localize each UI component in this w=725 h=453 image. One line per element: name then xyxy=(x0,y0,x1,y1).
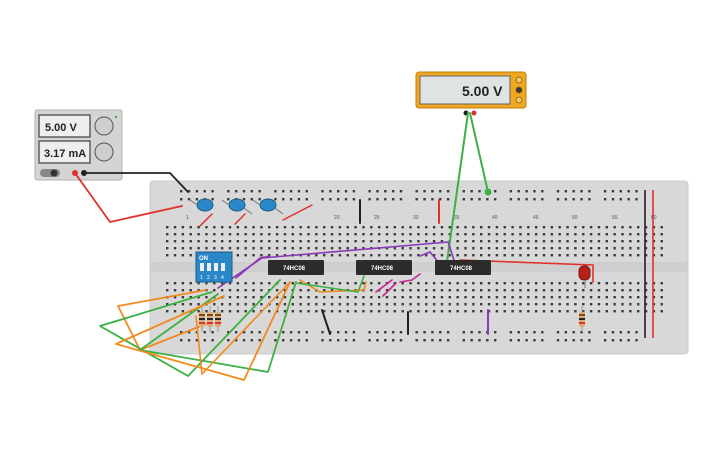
wire-red-led[interactable] xyxy=(459,259,594,283)
col-label-45: 45 xyxy=(533,215,539,221)
multimeter[interactable]: 5.00 V xyxy=(415,71,527,116)
power-supply[interactable]: 5.00 V 3.17 mA xyxy=(34,109,123,181)
dip-num-3: 3 xyxy=(214,275,217,281)
col-label-40: 40 xyxy=(492,215,498,221)
led-blue-2[interactable] xyxy=(221,198,253,215)
multimeter-readout: 5.00 V xyxy=(462,83,503,99)
dip-num-4: 4 xyxy=(221,275,224,281)
chip-1[interactable]: 74HC08 xyxy=(268,260,324,275)
current-readout: 3.17 mA xyxy=(44,148,86,160)
indicator-dot xyxy=(114,115,118,119)
dip-toggle-1[interactable] xyxy=(200,263,204,271)
col-label-1: 1 xyxy=(186,215,189,221)
power-switch-knob[interactable] xyxy=(50,169,58,177)
wire-green-probe-com[interactable] xyxy=(446,112,469,263)
mode-button-r[interactable] xyxy=(515,96,523,104)
wire-black-jumper-2[interactable] xyxy=(321,309,331,335)
chips[interactable]: 74HC08 74HC08 74HC08 xyxy=(268,260,491,275)
dip-num-2: 2 xyxy=(207,275,210,281)
mode-button-v[interactable] xyxy=(515,86,523,94)
wire-green-probe-pos[interactable] xyxy=(469,112,489,193)
wire-orange-2[interactable] xyxy=(115,281,291,381)
col-label-55: 55 xyxy=(612,215,618,221)
led-blue-1[interactable] xyxy=(189,198,214,212)
wire-magenta-3[interactable] xyxy=(399,273,421,283)
dip-on-label: ON xyxy=(199,256,208,262)
resistor-4[interactable] xyxy=(579,306,585,332)
probe-tip[interactable] xyxy=(484,188,492,196)
wire-magenta-2[interactable] xyxy=(382,282,397,297)
current-display xyxy=(38,140,91,164)
dip-toggle-4[interactable] xyxy=(221,263,225,271)
resistor-1[interactable] xyxy=(199,306,205,332)
probe-pos[interactable] xyxy=(471,110,477,116)
chip-3-label: 74HC08 xyxy=(450,266,473,272)
col-label-20: 20 xyxy=(334,215,340,221)
wire-orange-4[interactable] xyxy=(299,279,367,293)
col-label-60: 60 xyxy=(651,215,657,221)
chip-2-label: 74HC08 xyxy=(371,266,394,272)
col-label-50: 50 xyxy=(572,215,578,221)
wire-red-short-1[interactable] xyxy=(199,213,213,227)
resistor-2[interactable] xyxy=(207,306,213,332)
col-label-30: 30 xyxy=(413,215,419,221)
wire-green-2[interactable] xyxy=(139,281,297,373)
dip-switch[interactable]: ON 1 2 3 4 xyxy=(195,251,233,283)
wire-orange-3[interactable] xyxy=(195,281,291,375)
wire-purple-long[interactable] xyxy=(217,241,455,289)
wire-purple-dip[interactable] xyxy=(235,255,271,279)
voltage-readout: 5.00 V xyxy=(45,122,77,134)
chip-3[interactable]: 74HC08 xyxy=(435,260,491,275)
chip-1-label: 74HC08 xyxy=(283,266,306,272)
wire-red-supply[interactable] xyxy=(74,172,183,223)
current-knob[interactable] xyxy=(94,142,114,162)
mode-button-a[interactable] xyxy=(515,76,523,84)
led-red[interactable] xyxy=(578,265,591,288)
leds[interactable] xyxy=(189,198,591,288)
dip-toggle-3[interactable] xyxy=(214,263,218,271)
voltage-display xyxy=(38,114,91,138)
voltage-knob[interactable] xyxy=(94,116,114,136)
chip-2[interactable]: 74HC08 xyxy=(356,260,412,275)
col-label-25: 25 xyxy=(374,215,380,221)
dip-num-1: 1 xyxy=(200,275,203,281)
breadboard[interactable]: 1 20 25 30 35 40 45 50 55 60 xyxy=(149,180,689,355)
led-blue-3[interactable] xyxy=(252,198,284,215)
col-label-35: 35 xyxy=(454,215,460,221)
wire-green-3[interactable] xyxy=(295,275,365,293)
resistors[interactable] xyxy=(199,306,585,332)
wire-black-supply[interactable] xyxy=(83,172,189,193)
wire-red-short-3[interactable] xyxy=(282,204,313,221)
wire-orange-1[interactable] xyxy=(117,289,207,351)
resistor-3[interactable] xyxy=(215,306,221,332)
wire-red-short-2[interactable] xyxy=(234,213,246,225)
dip-toggle-2[interactable] xyxy=(207,263,211,271)
wires[interactable] xyxy=(74,112,594,381)
wire-magenta-1[interactable] xyxy=(375,279,393,293)
